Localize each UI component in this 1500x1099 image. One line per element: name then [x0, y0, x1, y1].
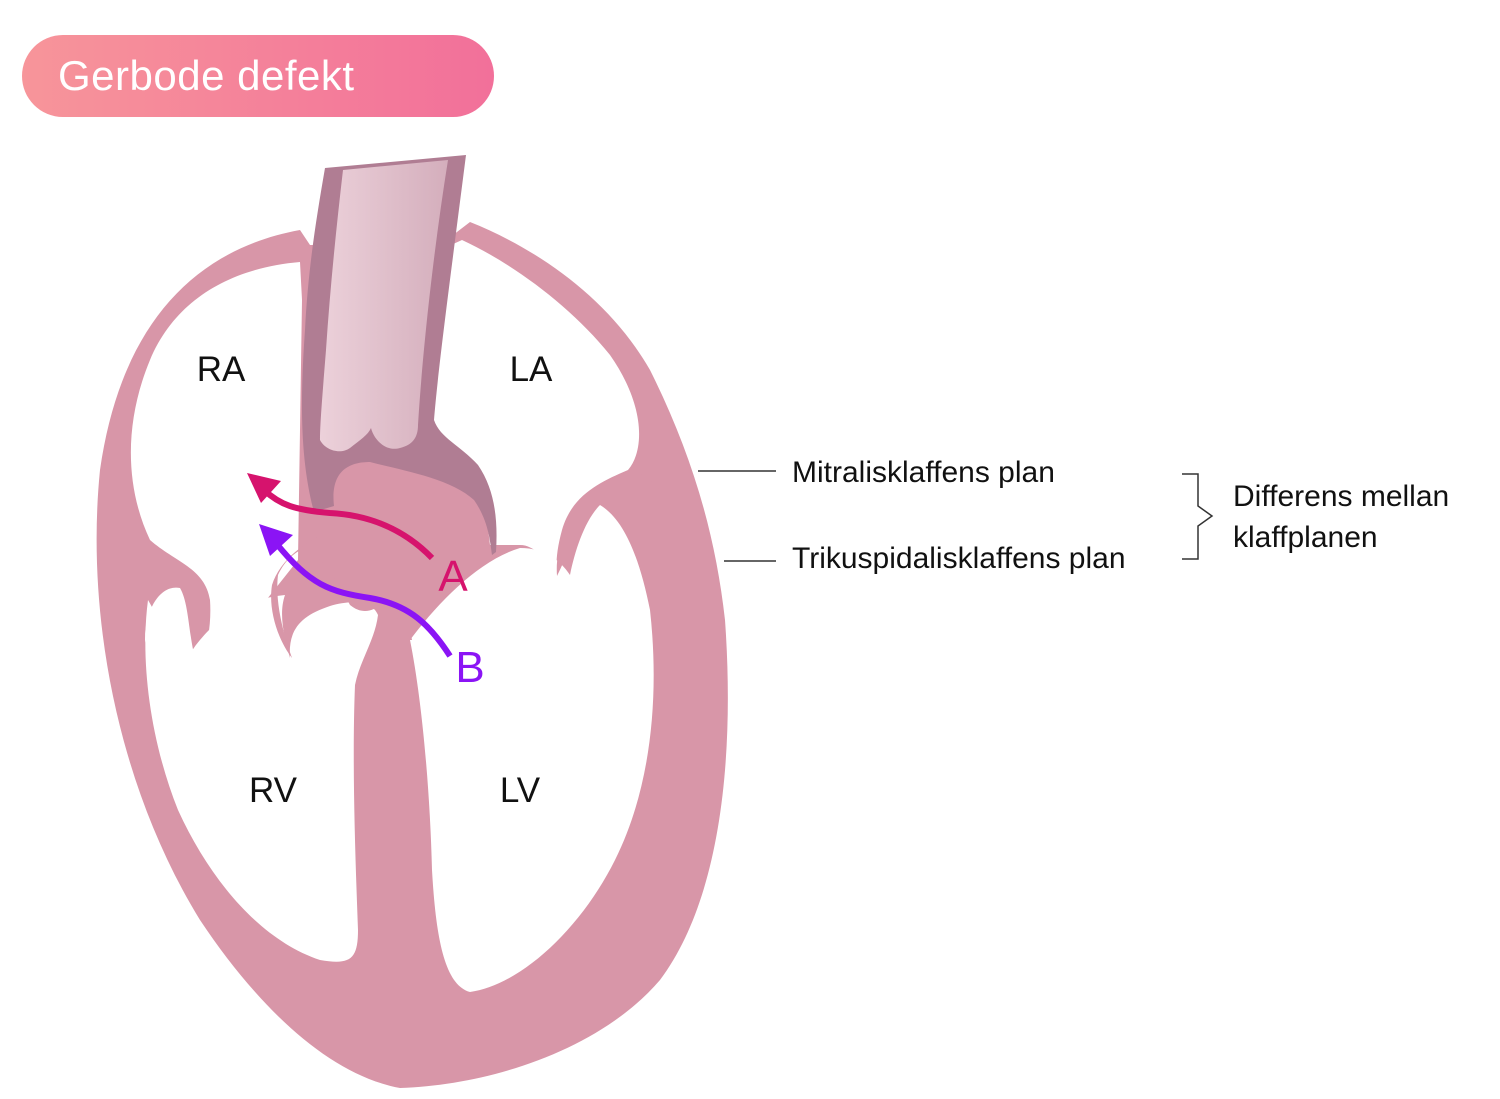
mitral-plane-label: Mitralisklaffens plan — [792, 456, 1055, 489]
label-left-atrium: LA — [510, 350, 553, 389]
shunt-arrowhead-b — [259, 524, 293, 556]
aorta-lumen — [320, 160, 448, 452]
label-right-ventricle: RV — [249, 771, 298, 810]
shunt-arrowhead-a — [247, 473, 281, 503]
septal-crest — [378, 614, 412, 640]
difference-label-line2: klaffplanen — [1233, 521, 1378, 554]
difference-label-line1: Differens mellan — [1233, 480, 1449, 513]
tricuspid-leaflet — [271, 528, 385, 658]
label-left-ventricle: LV — [500, 771, 541, 810]
shunt-arrow-b — [273, 541, 453, 658]
tricuspid-plane-label: Trikuspidalisklaffens plan — [792, 542, 1126, 575]
left-ventricle-cavity — [410, 505, 654, 992]
mitral-leaflet — [556, 470, 660, 576]
difference-bracket — [1182, 473, 1214, 560]
shunt-label-a: A — [438, 552, 468, 601]
right-atrium-cavity — [130, 262, 302, 690]
label-right-atrium: RA — [197, 350, 246, 389]
right-ventricle-cavity — [145, 595, 378, 962]
title-badge: Gerbode defekt — [22, 35, 494, 117]
shunt-arrow-a — [261, 487, 435, 561]
shunt-label-b: B — [455, 643, 484, 692]
diagram-title: Gerbode defekt — [58, 52, 355, 99]
